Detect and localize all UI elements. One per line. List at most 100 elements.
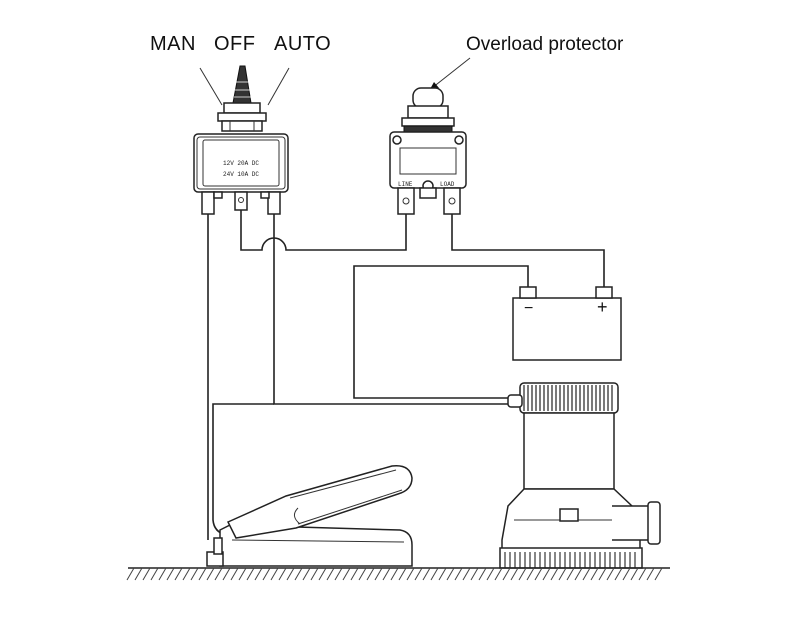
battery-positive-sign: + (597, 297, 608, 317)
floor-hatch-mark (486, 567, 495, 581)
floor-hatch-mark (390, 567, 399, 581)
toggle-switch: 12V 20A DC 24V 10A DC (193, 65, 289, 215)
floor-hatch-mark (574, 567, 583, 581)
floor-hatch-mark (558, 567, 567, 581)
floor-hatch-mark (526, 567, 535, 581)
floor-hatch-mark (374, 567, 383, 581)
wire-switch-to-pump (273, 214, 512, 405)
floor-hatch-mark (206, 567, 215, 581)
floor-hatch-mark (214, 567, 223, 581)
floor-hatch-mark (510, 567, 519, 581)
floor-hatch-mark (198, 567, 207, 581)
floor-hatch-mark (166, 567, 175, 581)
battery-body (512, 297, 622, 361)
floor-hatch-mark (150, 567, 159, 581)
floor-hatch-mark (334, 567, 343, 581)
floor-hatch-mark (294, 567, 303, 581)
battery: − + (512, 286, 622, 361)
label-auto: AUTO (274, 33, 331, 55)
floor-hatch-mark (462, 567, 471, 581)
floor-hatch-mark (598, 567, 607, 581)
floor-hatch-mark (622, 567, 631, 581)
floor-hatch-mark (630, 567, 639, 581)
switch-rating-1: 12V 20A DC (223, 160, 259, 167)
floor-hatch-mark (406, 567, 415, 581)
floor-hatch-mark (582, 567, 591, 581)
floor-hatch-mark (614, 567, 623, 581)
floor-hatch-mark (550, 567, 559, 581)
reset-button (412, 87, 444, 109)
floor-hatch-mark (454, 567, 463, 581)
battery-negative-terminal (519, 286, 537, 299)
floor-hatch-mark (414, 567, 423, 581)
floor-hatch-mark (238, 567, 247, 581)
floor-hatch-mark (134, 567, 143, 581)
floor-hatch-mark (182, 567, 191, 581)
floor-hatch-mark (646, 567, 655, 581)
floor-hatch-mark (310, 567, 319, 581)
protector-pointer-arrow (429, 57, 471, 91)
label-off: OFF (214, 33, 256, 55)
wire-switch-to-protector (240, 210, 407, 251)
terminal-load-label: LOAD (440, 181, 455, 188)
floor-hatch-mark (278, 567, 287, 581)
toggle-lever (232, 65, 252, 104)
floor-hatch-mark (142, 567, 151, 581)
floor-hatch-mark (326, 567, 335, 581)
floor-hatch-mark (246, 567, 255, 581)
floor-hatch-mark (358, 567, 367, 581)
floor-hatch-mark (654, 567, 663, 581)
floor-hatch-mark (566, 567, 575, 581)
bilge-pump (499, 382, 661, 569)
floor-hatch-mark (398, 567, 407, 581)
float-arm (226, 465, 413, 539)
floor-hatch-mark (534, 567, 543, 581)
floor-hatch-mark (262, 567, 271, 581)
floor-hatch-mark (590, 567, 599, 581)
floor-hatch-mark (222, 567, 231, 581)
floor-hatch-mark (494, 567, 503, 581)
float-switch (206, 465, 413, 567)
float-base (219, 524, 413, 567)
floor-hatch-mark (542, 567, 551, 581)
floor-hatch-mark (606, 567, 615, 581)
mode-labels: MAN OFF AUTO (150, 33, 331, 55)
floor-hatch-mark (350, 567, 359, 581)
switch-terminals (201, 191, 281, 215)
floor-hatch-mark (190, 567, 199, 581)
wire-protector-to-battery-positive (451, 214, 605, 287)
floor-hatch-mark (430, 567, 439, 581)
overload-protector-label: Overload protector (466, 34, 624, 55)
floor-hatch-mark (502, 567, 511, 581)
floor-hatch-mark (446, 567, 455, 581)
pump-outlet (612, 505, 651, 541)
floor-hatch-mark (438, 567, 447, 581)
floor-hatch-mark (126, 567, 135, 581)
floor-hatch-mark (158, 567, 167, 581)
floor-hatch-mark (518, 567, 527, 581)
pump-motor-body (523, 412, 615, 490)
floor (126, 567, 670, 581)
floor-hatch-mark (366, 567, 375, 581)
pump-cap (519, 382, 619, 414)
floor-hatch-mark (470, 567, 479, 581)
floor-hatch-mark (318, 567, 327, 581)
pump-strainer (499, 547, 643, 569)
battery-positive-terminal (595, 286, 613, 299)
floor-hatch-mark (286, 567, 295, 581)
floor-hatch-mark (478, 567, 487, 581)
terminal-line-label: LINE (398, 181, 413, 188)
floor-hatch-mark (422, 567, 431, 581)
switch-rating-2: 24V 10A DC (223, 171, 259, 178)
floor-hatch-mark (342, 567, 351, 581)
floor-hatch-mark (302, 567, 311, 581)
mode-pointers (199, 67, 290, 106)
overload-protector: LINE LOAD (389, 87, 467, 215)
floor-hatch-mark (230, 567, 239, 581)
wire-battery-negative-to-pump (353, 265, 529, 399)
floor-hatch-mark (174, 567, 183, 581)
cap-ribs (523, 385, 613, 411)
floor-hatch-mark (638, 567, 647, 581)
